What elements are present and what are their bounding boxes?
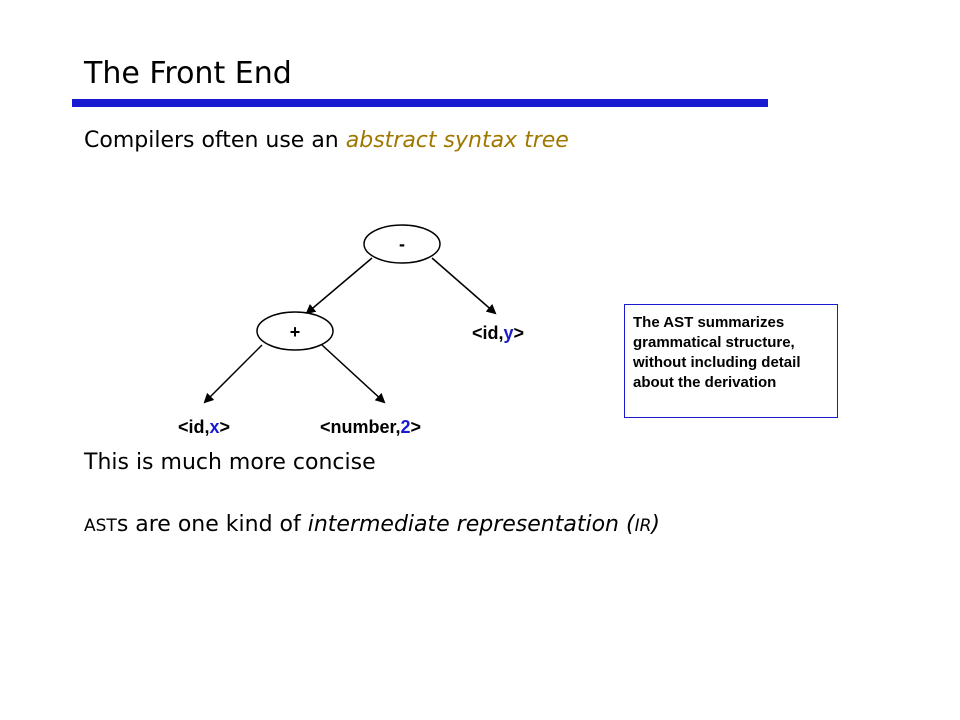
edge-root-plus <box>305 257 373 315</box>
plus-node-label: + <box>290 322 301 342</box>
intro-text: Compilers often use an <box>84 128 346 153</box>
leaf-id-x: <id,x> <box>178 417 230 437</box>
ast-callout-box: The AST summarizes grammatical structure… <box>624 304 838 418</box>
slide-title: The Front End <box>84 56 292 91</box>
ir-text: s are one kind of <box>116 512 308 537</box>
root-node-label: - <box>399 234 405 254</box>
ir-ast-abbr: AST <box>84 516 117 536</box>
callout-line: grammatical structure, <box>633 334 795 351</box>
intro-line: Compilers often use an abstract syntax t… <box>84 128 569 153</box>
title-underline <box>72 99 768 107</box>
leaf-id-y: <id,y> <box>472 323 524 343</box>
ir-line: ASTs are one kind of intermediate repres… <box>84 512 660 537</box>
edge-root-idy <box>431 257 497 315</box>
edge-plus-idx <box>203 344 263 404</box>
callout-line: about the derivation <box>633 374 777 391</box>
callout-line: The AST summarizes <box>633 314 785 331</box>
edge-plus-number <box>321 344 386 404</box>
intro-highlight: abstract syntax tree <box>345 128 569 153</box>
callout-line: without including detail <box>633 354 801 371</box>
root-node <box>363 224 441 264</box>
plus-node <box>256 311 334 351</box>
concise-line: This is much more concise <box>84 450 376 475</box>
leaf-number: <number,2> <box>320 417 421 437</box>
ir-close-paren: ) <box>651 512 660 537</box>
ir-term: intermediate representation ( <box>307 512 635 537</box>
ir-abbr: IR <box>634 516 652 536</box>
